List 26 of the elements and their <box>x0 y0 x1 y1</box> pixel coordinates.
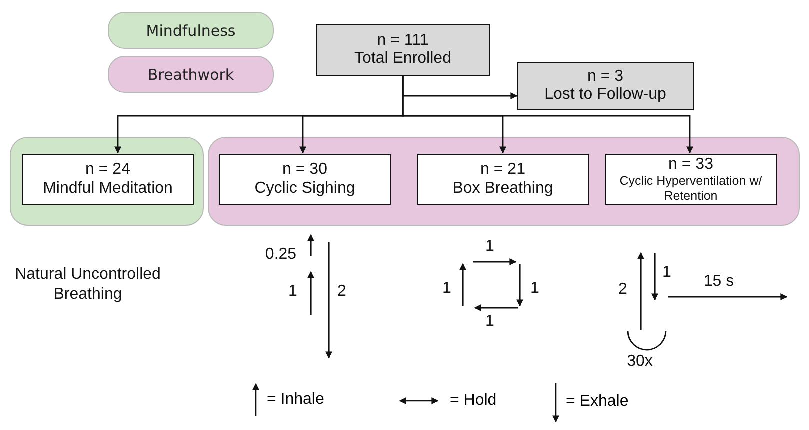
duration-label: 1 <box>442 279 452 299</box>
duration-label: 0.25 <box>265 245 297 265</box>
group-band <box>10 137 204 226</box>
duration-label: 30x <box>627 352 653 372</box>
duration-label: 2 <box>618 280 628 300</box>
duration-label: 1 <box>662 263 672 283</box>
condition-label: Natural Uncontrolled Breathing <box>14 265 162 305</box>
arrow <box>402 76 694 154</box>
process-box: n = 33 Cyclic Hyperventilation w/ Retention <box>605 154 777 205</box>
duration-label: 2 <box>338 282 346 302</box>
group-band <box>208 137 800 226</box>
legend-label: = Exhale <box>566 393 629 411</box>
process-box: n = 3 Lost to Follow-up <box>517 62 694 110</box>
legend-label: = Inhale <box>267 391 324 409</box>
legend-swatch: Mindfulness <box>108 12 274 49</box>
process-box: n = 30 Cyclic Sighing <box>219 154 391 205</box>
duration-label: 15 s <box>704 272 734 292</box>
process-box: n = 24 Mindful Meditation <box>22 154 194 205</box>
process-box: n = 111 Total Enrolled <box>316 24 490 76</box>
duration-label: 1 <box>288 282 298 302</box>
duration-label: 1 <box>486 312 494 332</box>
legend-swatch: Breathwork <box>108 56 274 93</box>
process-box: n = 21 Box Breathing <box>417 154 589 205</box>
legend-label: = Hold <box>450 392 497 410</box>
duration-label: 1 <box>530 279 540 299</box>
duration-label: 1 <box>486 237 494 257</box>
